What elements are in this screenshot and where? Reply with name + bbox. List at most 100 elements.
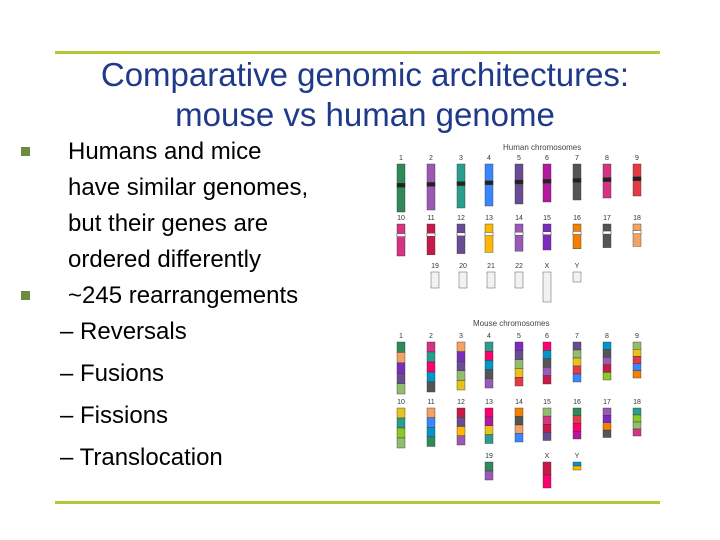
chromosome-band [426,233,436,237]
human-chromosome [542,223,552,251]
mouse-chromosome-segment [514,433,524,443]
mouse-chromosome-segment [396,427,406,439]
human-chromosome [396,223,406,257]
mouse-chromosome-segment [542,375,552,385]
chromosome-band [396,233,406,237]
centromere-band [572,178,582,183]
mouse-chromosome-segment [456,435,466,446]
mouse-chromosome-number: 8 [605,333,609,340]
mouse-chromosome-number: 12 [457,399,465,406]
title-line-2: mouse vs human genome [175,96,555,133]
mouse-chromosome-segment [484,369,494,380]
human-chromosome [632,223,642,247]
human-chromosome [542,271,552,303]
mouse-chromosome-number: 18 [633,399,641,406]
mouse-chromosome-segment [484,407,494,418]
mouse-chromosome-segment [602,356,612,365]
mouse-chromosome-segment [456,370,466,381]
mouse-chromosome-segment [542,461,552,476]
top-rule [55,51,660,54]
mouse-chromosome-segment [632,363,642,372]
mouse-chromosome-segment [572,341,582,351]
bottom-rule [55,501,660,504]
bullet-1-line-3: but their genes are [68,210,269,237]
human-chromosome-number: Y [575,263,580,270]
human-chromosome [430,271,440,289]
mouse-chromosome-segment [426,427,436,438]
bullet-marker [21,291,30,300]
mouse-chromosome-segment [456,407,466,418]
mouse-chromosome-segment [514,359,524,369]
mouse-chromosome-segment [572,423,582,432]
mouse-chromosome-segment [396,341,406,353]
centromere-band [484,180,494,185]
chromosome-band [456,232,466,237]
mouse-chromosome-number: 9 [635,333,639,340]
chromosome-band [602,230,612,235]
mouse-chromosome-segment [484,360,494,370]
mouse-chromosome-number: X [545,453,550,460]
human-chromosome-number: 15 [543,215,551,222]
mouse-chromosome-number: 13 [485,399,493,406]
mouse-chromosome-segment [572,357,582,367]
mouse-chromosome-segment [514,341,524,352]
human-chromosome-number: 5 [517,155,521,162]
mouse-chromosome-segment [632,421,642,430]
mouse-chromosome-segment [484,461,494,472]
chromosome-band [542,231,552,236]
mouse-chromosome-segment [426,381,436,393]
mouse-chromosome-segment [632,341,642,350]
mouse-chromosome-segment [632,370,642,379]
mouse-chromosome-segment [426,371,436,383]
mouse-chromosome-segment [514,350,524,360]
human-chromosome [484,223,494,253]
mouse-chromosome-number: 15 [543,399,551,406]
sub-item-reversals: – Reversals [60,318,187,345]
human-chromosome [426,223,436,255]
mouse-chromosome-segment [514,424,524,434]
mouse-chromosome-segment [632,414,642,423]
human-chromosome-number: 1 [399,155,403,162]
human-chromosome [484,163,494,207]
mouse-chromosome-segment [542,341,552,351]
chromosome-band [632,230,642,234]
mouse-chromosomes-label: Mouse chromosomes [473,319,549,328]
mouse-chromosome-segment [514,376,524,387]
mouse-chromosome-segment [456,341,466,352]
mouse-chromosome-segment [572,407,582,416]
mouse-chromosome-number: 3 [459,333,463,340]
human-chromosome-number: 7 [575,155,579,162]
mouse-chromosome-segment [484,378,494,389]
human-chromosome-number: 8 [605,155,609,162]
human-chromosome-number: 13 [485,215,493,222]
mouse-chromosome-segment [632,407,642,416]
human-chromosome-number: 9 [635,155,639,162]
mouse-chromosome-segment [426,436,436,447]
human-chromosome-number: 20 [459,263,467,270]
mouse-chromosome-segment [514,368,524,378]
mouse-chromosome-segment [396,383,406,395]
human-chromosome [458,271,468,289]
human-chromosomes-label: Human chromosomes [503,143,581,152]
title-line-1: Comparative genomic architectures: [100,56,630,93]
human-chromosome [396,163,406,213]
mouse-chromosome-number: 7 [575,333,579,340]
chromosome-band [484,232,494,236]
sub-item-fusions: – Fusions [60,360,165,387]
mouse-chromosome-segment [484,416,494,426]
mouse-chromosome-segment [602,422,612,431]
mouse-chromosome-segment [426,341,436,353]
bullet-2-line-1: ~245 rearrangements [68,282,299,309]
mouse-chromosome-segment [484,470,494,481]
mouse-chromosome-segment [542,415,552,425]
human-chromosome-number: 18 [633,215,641,222]
human-chromosome-number: X [545,263,550,270]
human-chromosome-number: 10 [397,215,405,222]
human-chromosome-number: 12 [457,215,465,222]
mouse-chromosome-segment [602,415,612,423]
mouse-chromosome-number: 10 [397,399,405,406]
human-chromosome-number: 19 [431,263,439,270]
centromere-band [514,179,524,185]
mouse-chromosome-segment [542,366,552,376]
